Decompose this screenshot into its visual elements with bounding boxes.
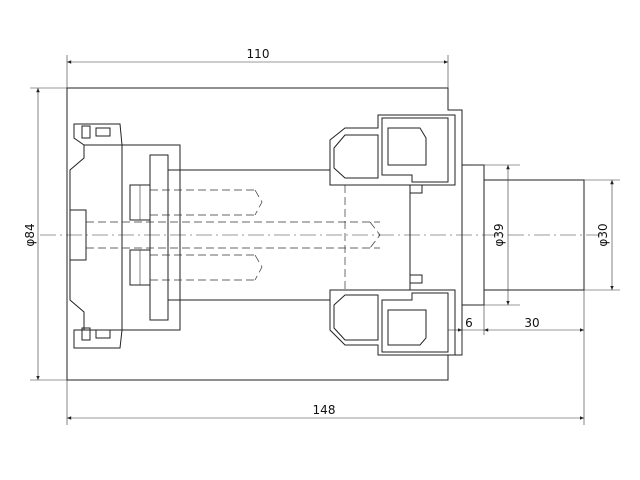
bearing-housing <box>329 114 456 356</box>
dim-text-30: 30 <box>524 316 539 330</box>
bolt-lower <box>129 249 263 286</box>
dim-text-110: 110 <box>247 47 270 61</box>
dim-right-d30: φ30 <box>584 179 620 291</box>
main-body <box>66 87 463 381</box>
dim-step-6-30: 6 30 <box>448 305 584 355</box>
dim-left-d84: φ84 <box>23 87 67 381</box>
shaft-hidden-lines <box>86 185 381 290</box>
dim-text-148: 148 <box>313 403 336 417</box>
dim-text-6: 6 <box>465 316 473 330</box>
central-bore <box>121 144 411 331</box>
left-pocket <box>69 144 123 331</box>
left-top-seal <box>73 123 123 146</box>
dim-text-d84: φ84 <box>23 223 37 246</box>
dim-mid-d39: φ39 <box>492 165 510 305</box>
dim-top-110: 110 <box>66 47 449 88</box>
flange-plate <box>149 154 181 321</box>
left-bottom-seal <box>73 327 123 349</box>
o-ring-right <box>409 184 423 284</box>
bolt-upper <box>129 184 263 221</box>
dim-text-d39: φ39 <box>492 223 506 246</box>
dim-bottom-148: 148 <box>66 290 585 425</box>
dim-text-d30: φ30 <box>596 223 610 246</box>
